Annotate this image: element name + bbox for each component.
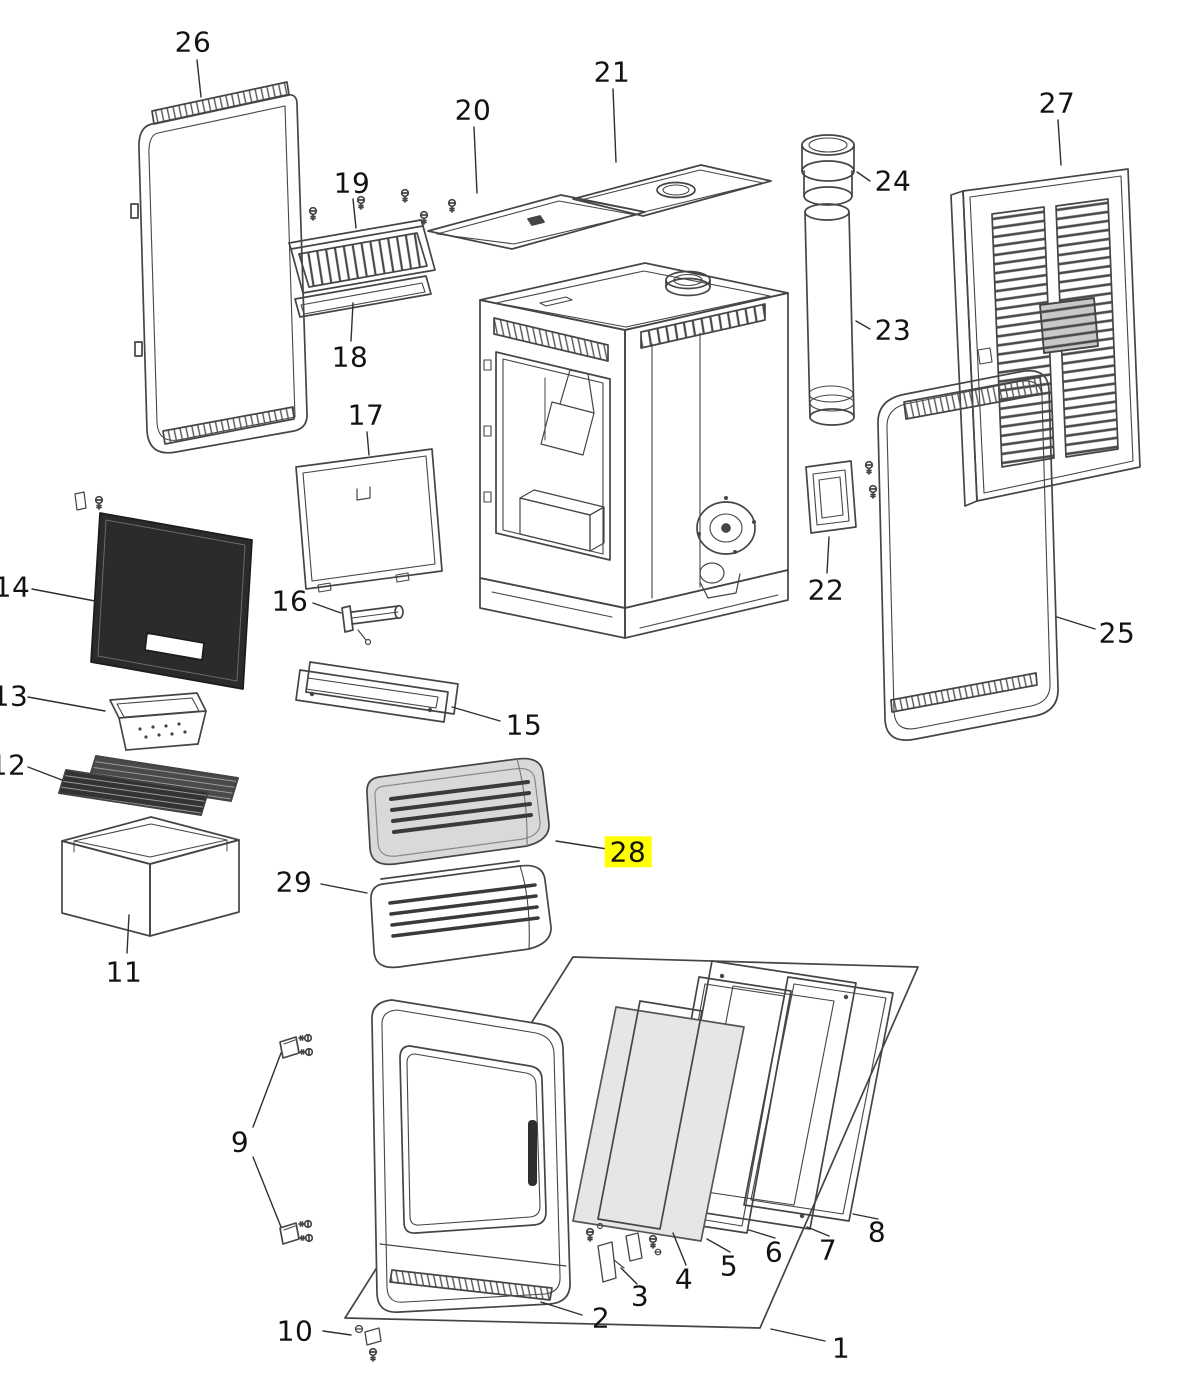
part-label-18: 18 xyxy=(331,340,369,374)
part-14-back-panel xyxy=(74,491,253,690)
part-9-hinges xyxy=(279,1033,314,1245)
part-24-flue-collar xyxy=(801,134,855,206)
stove-body-weldment xyxy=(479,262,789,639)
part-label-16: 16 xyxy=(271,584,309,618)
part-label-28: 28 xyxy=(604,836,652,868)
part-label-26: 26 xyxy=(174,25,212,59)
part-22-frame xyxy=(805,460,878,534)
part-label-21: 21 xyxy=(593,55,631,89)
part-label-3: 3 xyxy=(630,1279,650,1313)
part-label-15: 15 xyxy=(505,708,543,742)
part-3-latch-hardware xyxy=(585,1222,662,1283)
part-16-igniter-tube xyxy=(341,604,404,646)
part-label-25: 25 xyxy=(1098,616,1136,650)
part-2-front-door xyxy=(371,999,571,1314)
part-5-glass-pane xyxy=(572,1006,745,1242)
part-25-right-side-panel xyxy=(877,369,1059,741)
part-label-6: 6 xyxy=(764,1235,784,1269)
part-10-hinge-pin xyxy=(354,1324,382,1362)
part-label-1: 1 xyxy=(831,1331,851,1365)
part-11-hopper-box xyxy=(61,816,240,937)
part-label-13: 13 xyxy=(0,679,29,713)
part-26-left-side-panel xyxy=(130,81,308,454)
part-label-8: 8 xyxy=(867,1215,887,1249)
part-label-2: 2 xyxy=(591,1301,611,1335)
part-29-louver-trim xyxy=(370,860,552,969)
part-label-10: 10 xyxy=(276,1314,314,1348)
part-label-7: 7 xyxy=(818,1233,838,1267)
part-4-glass-pane xyxy=(597,1000,703,1230)
part-label-9: 9 xyxy=(230,1125,250,1159)
part-28-louver-trim xyxy=(366,757,550,866)
part-label-4: 4 xyxy=(674,1262,694,1296)
leader-lines xyxy=(27,59,1096,1342)
part-21-top-lid xyxy=(572,164,772,217)
part-label-19: 19 xyxy=(333,166,371,200)
part-18-gasket xyxy=(294,275,432,318)
part-label-11: 11 xyxy=(105,955,143,989)
part-15-bracket-plate xyxy=(295,661,459,723)
part-label-24: 24 xyxy=(874,164,912,198)
part-12-grate xyxy=(58,755,239,816)
part-13-burn-pot xyxy=(109,692,207,751)
part-label-23: 23 xyxy=(874,313,912,347)
part-20-top-plate xyxy=(419,194,646,250)
part-label-22: 22 xyxy=(807,573,845,607)
part-label-29: 29 xyxy=(275,865,313,899)
part-label-12: 12 xyxy=(0,748,27,782)
part-label-14: 14 xyxy=(0,570,31,604)
part-27-rear-louver-panel xyxy=(950,168,1141,507)
part-label-17: 17 xyxy=(347,398,385,432)
part-label-27: 27 xyxy=(1038,86,1076,120)
part-19-louver-grill xyxy=(288,188,436,294)
part-23-flue-pipe xyxy=(804,203,855,426)
part-17-inner-panel xyxy=(295,448,443,593)
part-label-20: 20 xyxy=(454,93,492,127)
part-label-5: 5 xyxy=(719,1249,739,1283)
